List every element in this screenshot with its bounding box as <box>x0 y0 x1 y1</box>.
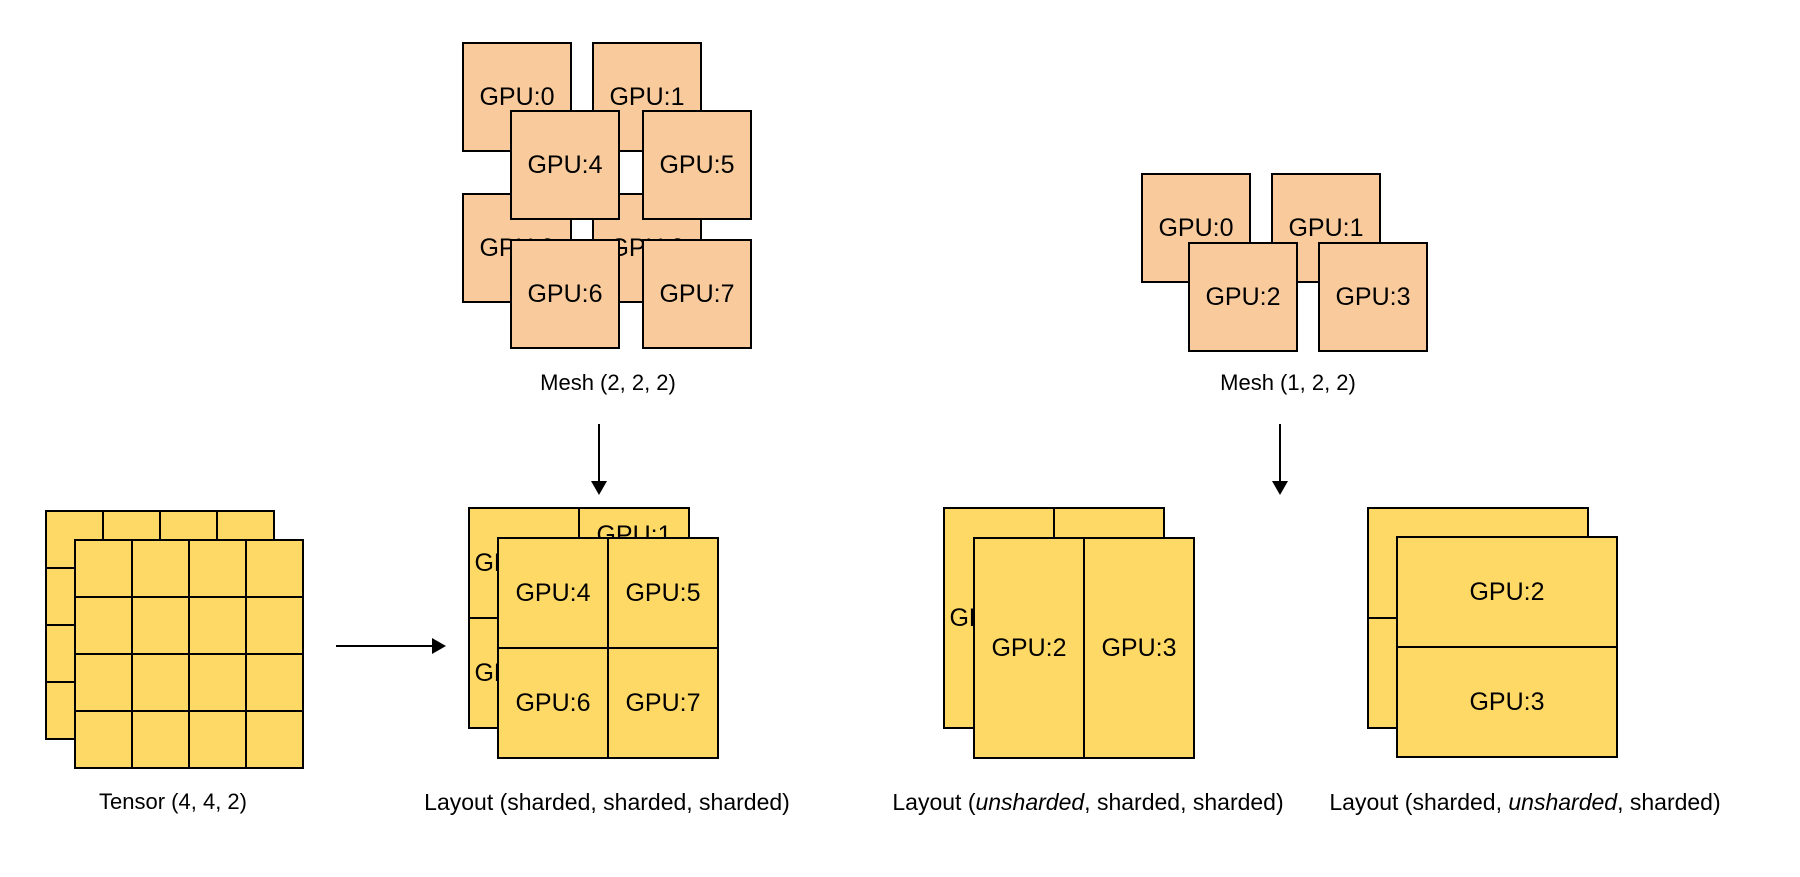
gpu-label: GPU:3 <box>1335 282 1411 311</box>
tensor-cell <box>132 597 189 654</box>
gpu-label: GPU:2 <box>991 633 1067 662</box>
tensor-cell <box>246 654 303 711</box>
gpu-cell: GPU:2 <box>974 538 1084 758</box>
caption-text: Tensor (4, 4, 2) <box>99 789 247 814</box>
caption-text: Mesh (2, 2, 2) <box>540 370 676 395</box>
tensor-cell <box>246 711 303 768</box>
tensor-cell <box>132 711 189 768</box>
gpu-label: GPU:6 <box>527 279 603 308</box>
gpu-label: GPU:3 <box>1469 687 1545 716</box>
gpu-label: GPU:4 <box>527 150 603 179</box>
tensor-panel <box>74 539 304 769</box>
caption-text: , sharded) <box>1617 789 1721 815</box>
gpu-box: GPU:7 <box>642 239 752 349</box>
gpu-box: GPU:2 <box>1188 242 1298 352</box>
diagram-caption: Tensor (4, 4, 2) <box>99 788 247 816</box>
layout-panel: GPU:2 GPU:3 <box>973 537 1195 759</box>
arrow-head-down-icon <box>1272 481 1288 495</box>
diagram-caption: Mesh (1, 2, 2) <box>1220 369 1356 397</box>
tensor-cell <box>132 654 189 711</box>
tensor-cell <box>189 597 246 654</box>
gpu-cell: GPU:5 <box>608 538 718 648</box>
caption-text: unsharded <box>975 789 1085 815</box>
gpu-label: GPU:1 <box>1288 213 1364 242</box>
tensor-cell <box>189 711 246 768</box>
tensor-cell <box>189 654 246 711</box>
tensor-cell <box>132 540 189 597</box>
tensor-cell <box>189 540 246 597</box>
gpu-label: GPU:2 <box>1205 282 1281 311</box>
gpu-box: GPU:5 <box>642 110 752 220</box>
gpu-label: GPU:1 <box>609 82 685 111</box>
gpu-cell: GPU:7 <box>608 648 718 758</box>
caption-text: unsharded <box>1508 789 1618 815</box>
tensor-cell <box>246 597 303 654</box>
caption-text: Layout (sharded, <box>1329 789 1509 815</box>
gpu-cell: GPU:3 <box>1084 538 1194 758</box>
gpu-label: GPU:5 <box>659 150 735 179</box>
diagram-caption: Layout (sharded, sharded, sharded) <box>424 788 790 817</box>
tensor-cell <box>75 711 132 768</box>
tensor-cell <box>75 540 132 597</box>
caption-text: , sharded, sharded) <box>1084 789 1284 815</box>
gpu-cell: GPU:4 <box>498 538 608 648</box>
arrow-line <box>1279 424 1281 482</box>
gpu-cell: GPU:2 <box>1397 537 1617 647</box>
gpu-label: GPU:7 <box>659 279 735 308</box>
gpu-label: GPU:6 <box>515 688 591 717</box>
arrow-head-down-icon <box>591 481 607 495</box>
gpu-cell: GPU:3 <box>1397 647 1617 757</box>
gpu-box: GPU:3 <box>1318 242 1428 352</box>
diagram-caption: Layout (sharded, unsharded, sharded) <box>1329 788 1720 817</box>
gpu-label: GPU:7 <box>625 688 701 717</box>
gpu-cell: GPU:6 <box>498 648 608 758</box>
arrow-head-right-icon <box>432 638 446 654</box>
diagram-caption: Layout (unsharded, sharded, sharded) <box>892 788 1283 817</box>
gpu-label: GPU:0 <box>1158 213 1234 242</box>
tensor-cell <box>75 597 132 654</box>
caption-text: Layout (sharded, sharded, sharded) <box>424 789 790 815</box>
gpu-label: GPU:2 <box>1469 577 1545 606</box>
gpu-label: GPU:5 <box>625 578 701 607</box>
caption-text: Mesh (1, 2, 2) <box>1220 370 1356 395</box>
gpu-box: GPU:6 <box>510 239 620 349</box>
gpu-label: GPU:0 <box>479 82 555 111</box>
gpu-label: GPU:3 <box>1101 633 1177 662</box>
tensor-cell <box>75 654 132 711</box>
tensor-cell <box>246 540 303 597</box>
gpu-label: GPU:4 <box>515 578 591 607</box>
diagram-caption: Mesh (2, 2, 2) <box>540 369 676 397</box>
gpu-box: GPU:4 <box>510 110 620 220</box>
caption-text: Layout ( <box>892 789 976 815</box>
arrow-line <box>598 424 600 482</box>
arrow-line <box>336 645 433 647</box>
